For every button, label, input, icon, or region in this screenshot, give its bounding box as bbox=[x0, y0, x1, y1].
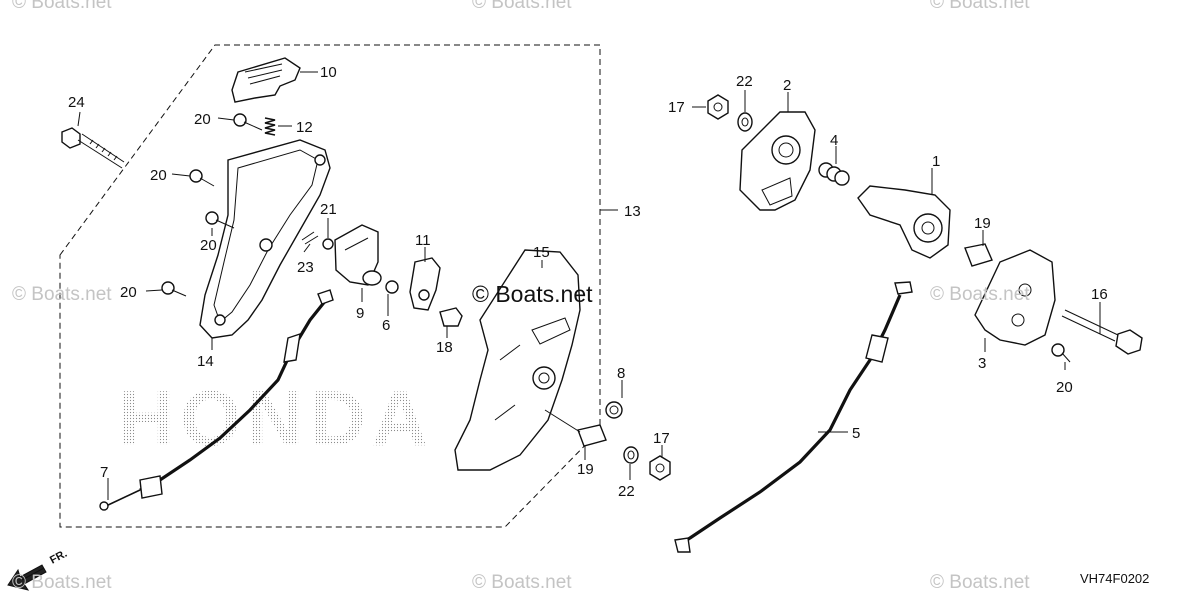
front-direction-arrow-icon bbox=[7, 564, 47, 591]
part-pin-19b bbox=[964, 243, 993, 267]
callout-2: 2 bbox=[783, 77, 791, 94]
callout-16: 16 bbox=[1091, 286, 1108, 303]
part-throttle-block bbox=[334, 224, 382, 286]
part-pin-18 bbox=[439, 307, 463, 327]
part-pin-19a bbox=[544, 409, 607, 447]
diagram-code: VH74F0202 bbox=[1080, 571, 1150, 586]
part-bolt-16 bbox=[1061, 309, 1143, 355]
callout-15: 15 bbox=[533, 244, 550, 261]
callout-5: 5 bbox=[852, 425, 860, 442]
part-right-cable bbox=[674, 281, 913, 553]
callout-22a: 22 bbox=[736, 73, 753, 90]
watermark-bottom-left: © Boats.net bbox=[12, 572, 112, 593]
callout-20c: 20 bbox=[200, 237, 217, 254]
callout-1: 1 bbox=[932, 153, 940, 170]
part-cover-3 bbox=[974, 249, 1056, 346]
callout-17a: 17 bbox=[668, 99, 685, 116]
part-pin-23 bbox=[301, 231, 319, 245]
leader-lines bbox=[77, 90, 1101, 500]
callout-19b: 19 bbox=[577, 461, 594, 478]
callout-23: 23 bbox=[297, 259, 314, 276]
part-washer-22b bbox=[737, 112, 753, 132]
part-lever-housing bbox=[199, 139, 331, 350]
part-lever-knob bbox=[857, 185, 951, 259]
callout-22b: 22 bbox=[618, 483, 635, 500]
part-nut-17b bbox=[707, 94, 729, 120]
part-cover-cap bbox=[231, 57, 318, 103]
watermark-bottom-right: © Boats.net bbox=[930, 572, 1030, 593]
watermark-top-center: © Boats.net bbox=[472, 0, 572, 13]
part-collar-6 bbox=[385, 280, 399, 294]
callout-7: 7 bbox=[100, 464, 108, 481]
callout-3: 3 bbox=[978, 355, 986, 372]
part-screw-d bbox=[161, 281, 187, 297]
part-screw-b bbox=[189, 169, 215, 187]
callout-20a: 20 bbox=[194, 111, 211, 128]
part-left-cable bbox=[99, 289, 334, 511]
callout-6: 6 bbox=[382, 317, 390, 334]
part-washer-22a bbox=[623, 446, 639, 464]
callout-20e: 20 bbox=[1056, 379, 1073, 396]
callout-21: 21 bbox=[320, 201, 337, 218]
part-long-bolt bbox=[61, 127, 125, 169]
watermark-mid-right: © Boats.net bbox=[930, 284, 1030, 305]
part-right-housing bbox=[454, 249, 581, 471]
part-screw-c bbox=[205, 211, 235, 229]
callout-14: 14 bbox=[197, 353, 214, 370]
callout-10: 10 bbox=[320, 64, 337, 81]
callout-8: 8 bbox=[617, 365, 625, 382]
callout-4: 4 bbox=[830, 132, 838, 149]
part-spring bbox=[264, 117, 292, 136]
watermark-center: © Boats.net bbox=[472, 281, 593, 307]
part-screw-a bbox=[233, 113, 263, 131]
watermark-top-right: © Boats.net bbox=[930, 0, 1030, 13]
watermark-bottom-center: © Boats.net bbox=[472, 572, 572, 593]
callout-13: 13 bbox=[624, 203, 641, 220]
callout-12: 12 bbox=[296, 119, 313, 136]
callout-11: 11 bbox=[415, 232, 431, 249]
honda-logo: HONDA bbox=[118, 374, 434, 462]
callout-17b: 17 bbox=[653, 430, 670, 447]
watermark-top-left: © Boats.net bbox=[12, 0, 112, 13]
callout-9: 9 bbox=[356, 305, 364, 322]
part-disc-plate bbox=[739, 111, 816, 211]
callout-20b: 20 bbox=[150, 167, 167, 184]
callout-19a: 19 bbox=[974, 215, 991, 232]
part-nut-17a bbox=[649, 455, 671, 481]
watermark-mid-left: © Boats.net bbox=[12, 284, 112, 305]
part-screw-e bbox=[1051, 343, 1071, 363]
callout-18: 18 bbox=[436, 339, 453, 356]
callout-20d: 20 bbox=[120, 284, 137, 301]
callout-24: 24 bbox=[68, 94, 85, 111]
part-spring-8 bbox=[605, 401, 623, 419]
part-spring-4 bbox=[818, 162, 850, 186]
part-lever-arm bbox=[409, 257, 441, 311]
part-washer-21 bbox=[322, 238, 334, 250]
callout-labels: 1 2 3 4 5 6 7 8 9 10 11 12 13 14 15 16 1… bbox=[68, 64, 1108, 500]
